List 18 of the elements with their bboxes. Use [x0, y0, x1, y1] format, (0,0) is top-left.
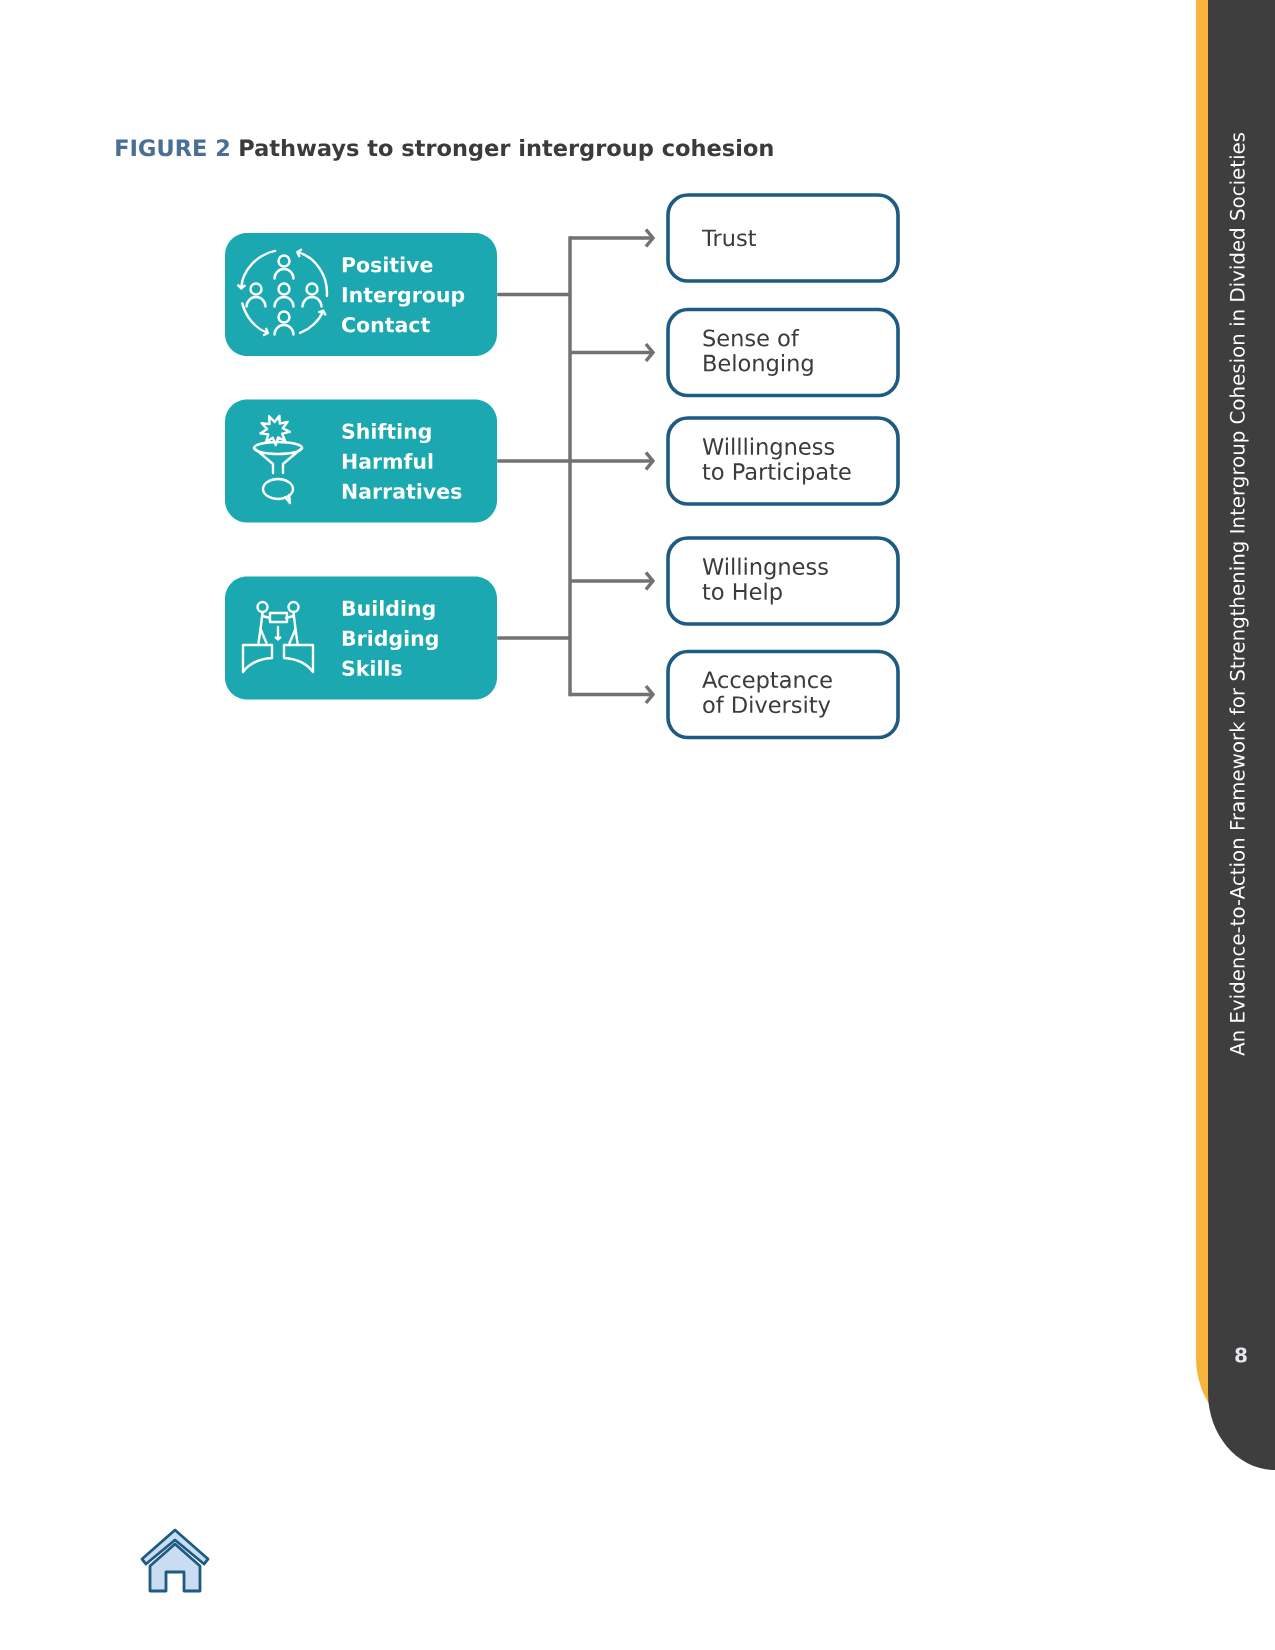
- pathway-box: Shifting Harmful Narratives: [225, 399, 497, 523]
- outcome-box: Willingness to Help: [666, 536, 900, 626]
- arrow: [570, 228, 656, 248]
- outcome-box: Acceptance of Diversity: [666, 649, 900, 740]
- outcome-box: Sense of Belonging: [666, 307, 900, 398]
- figure-number: FIGURE 2: [116, 139, 229, 157]
- pathway-box: Positive Intergroup Contact: [225, 233, 497, 356]
- page-number: 8: [1235, 1347, 1247, 1363]
- arrow: [570, 684, 656, 705]
- arrow: [570, 571, 656, 591]
- pathway-box: Building Bridging Skills: [225, 576, 497, 700]
- figure-title: Pathways to stronger intergroup cohesion: [240, 138, 773, 161]
- arrow: [570, 451, 656, 471]
- outcome-box: Trust: [666, 193, 900, 283]
- outcome-box: Willlingness to Participate: [666, 416, 900, 506]
- side-title: An Evidence-to-Action Framework for Strengthening Intergroup Cohesion in Divided Societies: [1229, 132, 1249, 1056]
- connector-line: [497, 636, 570, 640]
- connector-line: [497, 292, 570, 297]
